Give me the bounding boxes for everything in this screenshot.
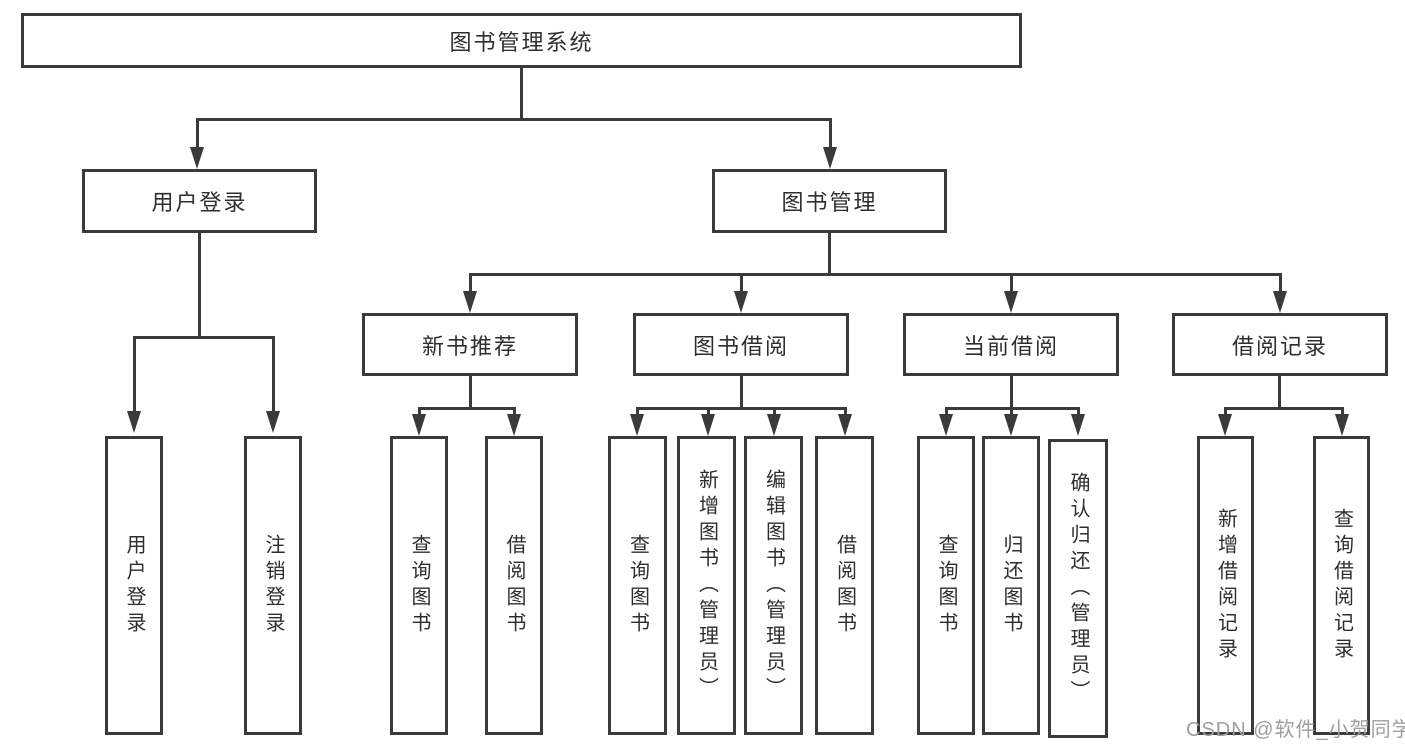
- arrowhead-icon: [701, 414, 715, 436]
- arrowhead-icon: [1273, 291, 1287, 313]
- node-root-label: 图书管理系统: [449, 29, 594, 55]
- leaf-query-books-recommend-label: 查询图书: [408, 533, 430, 638]
- node-borrowing-records: 借阅记录: [1172, 313, 1388, 376]
- node-new-book-recommend-label: 新书推荐: [421, 333, 518, 359]
- leaf-add-books-admin: 新增图书（管理员）: [677, 436, 736, 735]
- leaf-edit-books-admin-label: 编辑图书（管理员）: [762, 468, 785, 703]
- leaf-borrow-books-recommend: 借阅图书: [485, 436, 543, 735]
- leaf-logout-label: 注销登录: [262, 533, 284, 638]
- leaf-borrow-books-recommend-label: 借阅图书: [503, 533, 525, 638]
- leaf-add-borrow-record: 新增借阅记录: [1197, 436, 1254, 735]
- leaf-query-books-current: 查询图书: [917, 436, 975, 735]
- leaf-query-books-recommend: 查询图书: [390, 436, 448, 735]
- arrowhead-icon: [734, 291, 748, 313]
- node-book-borrowing: 图书借阅: [633, 313, 849, 376]
- leaf-confirm-return-admin: 确认归还（管理员）: [1048, 439, 1108, 738]
- arrowhead-icon: [767, 414, 781, 436]
- leaf-user-login: 用户登录: [105, 436, 163, 735]
- node-root-system: 图书管理系统: [21, 13, 1022, 68]
- leaf-return-books: 归还图书: [982, 436, 1040, 735]
- leaf-user-login-label: 用户登录: [123, 533, 145, 638]
- leaf-borrow-books: 借阅图书: [815, 436, 874, 735]
- leaf-borrow-books-label: 借阅图书: [833, 533, 856, 638]
- leaf-query-books-borrowing-label: 查询图书: [626, 533, 649, 638]
- leaf-query-borrow-record-label: 查询借阅记录: [1330, 507, 1353, 664]
- leaf-add-books-admin-label: 新增图书（管理员）: [695, 468, 718, 703]
- arrowhead-icon: [939, 414, 953, 436]
- arrowhead-icon: [1071, 414, 1085, 436]
- node-book-management-label: 图书管理: [781, 190, 878, 215]
- arrowhead-icon: [1218, 414, 1232, 436]
- leaf-add-borrow-record-label: 新增借阅记录: [1214, 507, 1237, 664]
- arrowhead-icon: [838, 414, 852, 436]
- leaf-query-borrow-record: 查询借阅记录: [1313, 436, 1370, 735]
- arrowhead-icon: [1335, 414, 1349, 436]
- arrowhead-icon: [507, 414, 521, 436]
- node-current-borrowing: 当前借阅: [903, 313, 1119, 376]
- leaf-confirm-return-admin-label: 确认归还（管理员）: [1067, 471, 1089, 706]
- arrowhead-icon: [1004, 291, 1018, 313]
- leaf-return-books-label: 归还图书: [1000, 533, 1022, 638]
- node-current-borrowing-label: 当前借阅: [962, 333, 1059, 359]
- node-new-book-recommend: 新书推荐: [362, 313, 578, 376]
- node-book-management: 图书管理: [712, 169, 947, 233]
- arrowhead-icon: [1004, 414, 1018, 436]
- arrowhead-icon: [630, 414, 644, 436]
- leaf-query-books-current-label: 查询图书: [935, 533, 957, 638]
- arrowhead-icon: [190, 147, 204, 169]
- node-book-borrowing-label: 图书借阅: [692, 333, 789, 359]
- node-borrowing-records-label: 借阅记录: [1231, 333, 1328, 359]
- node-user-login-label: 用户登录: [151, 190, 248, 215]
- arrowhead-icon: [127, 411, 141, 433]
- leaf-logout: 注销登录: [244, 436, 302, 735]
- leaf-query-books-borrowing: 查询图书: [608, 436, 667, 735]
- arrowhead-icon: [823, 147, 837, 169]
- leaf-edit-books-admin: 编辑图书（管理员）: [744, 436, 803, 735]
- node-user-login: 用户登录: [82, 169, 317, 233]
- arrowhead-icon: [266, 411, 280, 433]
- arrowhead-icon: [463, 291, 477, 313]
- arrowhead-icon: [412, 414, 426, 436]
- csdn-watermark: CSDN @软件_小贺同学: [1186, 719, 1405, 741]
